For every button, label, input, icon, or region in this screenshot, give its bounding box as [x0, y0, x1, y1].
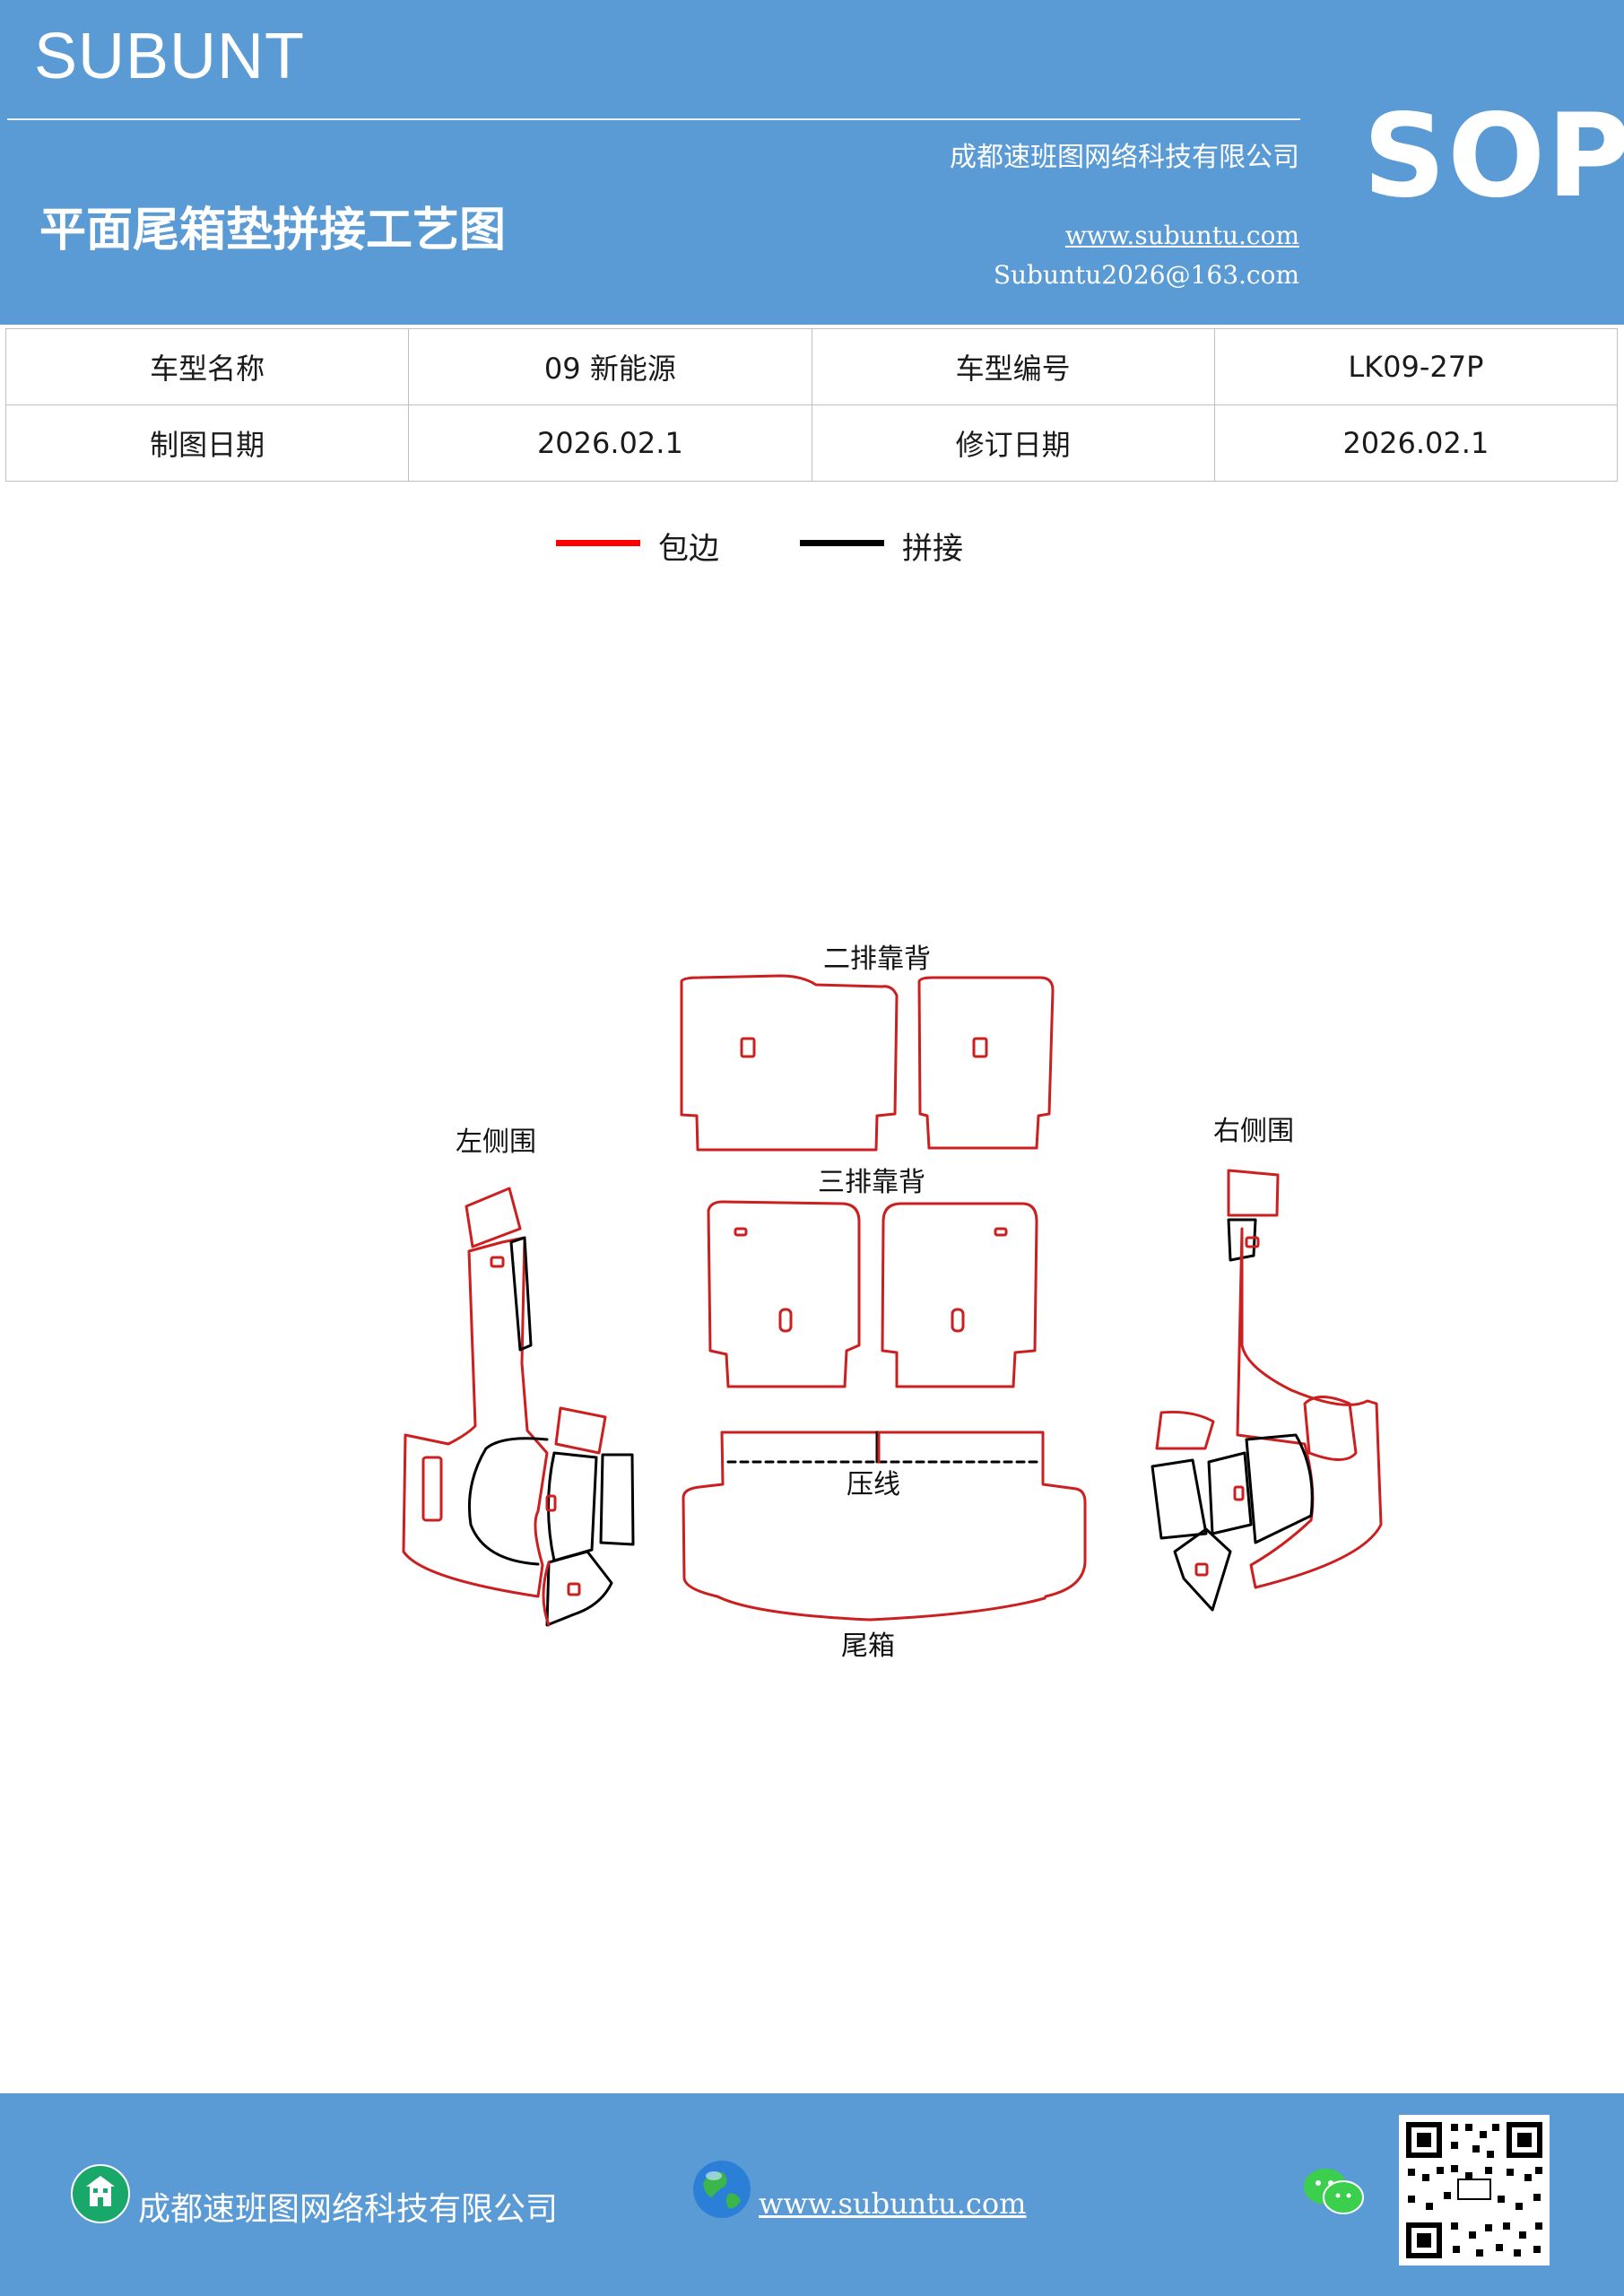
header-banner: SUBUNT 成都速班图网络科技有限公司 SOP 平面尾箱垫拼接工艺图 www.… — [0, 0, 1624, 325]
footer-banner: 成都速班图网络科技有限公司 www.subuntu.com — [0, 2093, 1624, 2296]
edge-binding-legend-label: 包边 — [658, 531, 719, 567]
trunk-floor-panel — [682, 1431, 1087, 1622]
right-side-label: 右侧围 — [1213, 1116, 1294, 1147]
trunk-label: 尾箱 — [841, 1631, 895, 1662]
footer-website-link[interactable]: www.subuntu.com — [759, 2187, 1027, 2221]
sop-badge: SOP — [1363, 90, 1624, 223]
right-side-panel — [1151, 1169, 1383, 1612]
email-address[interactable]: Subuntu2026@163.com — [993, 260, 1299, 290]
header-divider — [7, 118, 1300, 120]
edge-binding-legend-swatch — [556, 540, 640, 546]
footer-company-name: 成都速班图网络科技有限公司 — [138, 2191, 559, 2228]
model-name-label: 车型名称 — [4, 328, 410, 405]
seam-legend-label: 拼接 — [902, 531, 963, 567]
left-side-panel — [402, 1187, 635, 1627]
table-row: 制图日期 2026.02.1 修订日期 2026.02.1 — [4, 404, 1619, 482]
revision-date-label: 修订日期 — [811, 404, 1215, 482]
brand-logo-text: SUBUNT — [34, 21, 306, 92]
building-icon — [71, 2164, 130, 2223]
seam-legend-swatch — [800, 540, 884, 546]
left-side-label: 左侧围 — [456, 1126, 536, 1158]
document-title: 平面尾箱垫拼接工艺图 — [39, 204, 507, 257]
model-name-value: 09 新能源 — [408, 328, 812, 405]
wechat-icon[interactable] — [1302, 2165, 1365, 2219]
third-row-label: 三排靠背 — [818, 1167, 925, 1198]
draw-date-label: 制图日期 — [4, 404, 410, 482]
third-row-right-panel — [881, 1202, 1038, 1388]
legend: 包边 拼接 — [0, 524, 1624, 569]
model-code-value: LK09-27P — [1213, 328, 1619, 405]
globe-icon — [693, 2161, 751, 2218]
third-row-left-panel — [707, 1200, 861, 1388]
revision-date-value: 2026.02.1 — [1213, 404, 1619, 482]
crease-line-label: 压线 — [847, 1469, 900, 1500]
company-name: 成都速班图网络科技有限公司 — [950, 142, 1299, 173]
second-row-left-panel — [680, 974, 899, 1152]
draw-date-value: 2026.02.1 — [408, 404, 812, 482]
second-row-right-panel — [917, 976, 1055, 1150]
table-row: 车型名称 09 新能源 车型编号 LK09-27P — [4, 328, 1619, 405]
vehicle-info-table: 车型名称 09 新能源 车型编号 LK09-27P 制图日期 2026.02.1… — [4, 328, 1619, 482]
qr-code-icon[interactable] — [1399, 2115, 1550, 2266]
website-link[interactable]: www.subuntu.com — [1064, 221, 1299, 250]
model-code-label: 车型编号 — [811, 328, 1215, 405]
second-row-label: 二排靠背 — [823, 944, 931, 975]
